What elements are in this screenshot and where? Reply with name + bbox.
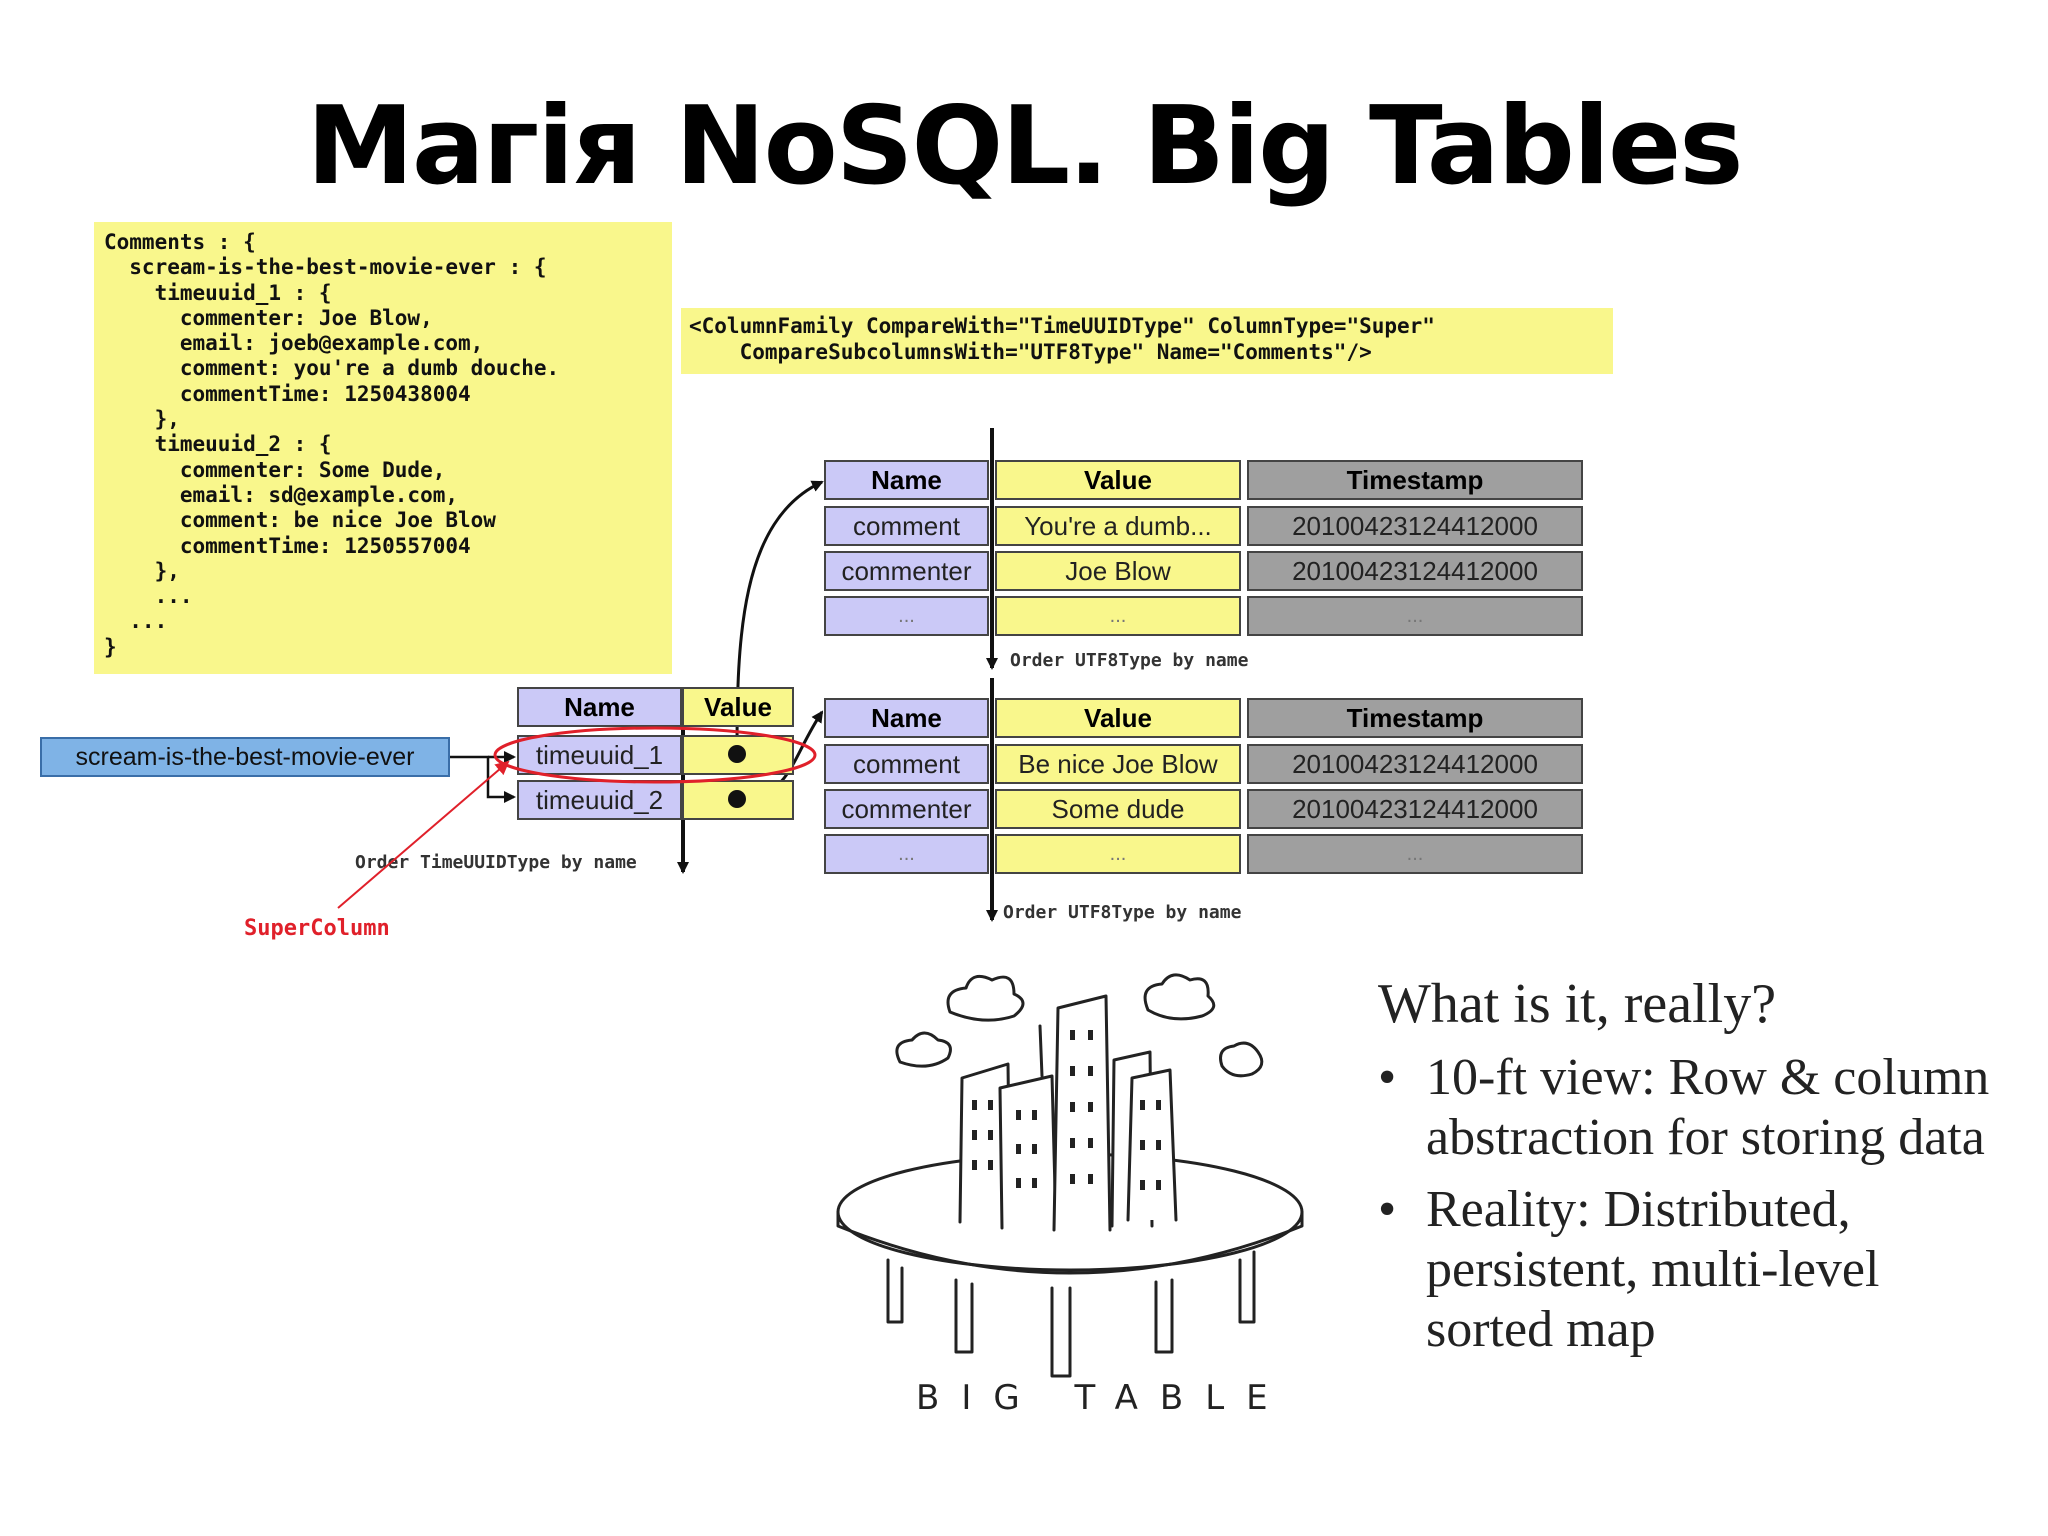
- code-line: commenter: Some Dude,: [104, 457, 446, 482]
- sub2-cell-value: Be nice Joe Blow: [995, 744, 1241, 784]
- super-row-name: timeuuid_1: [517, 735, 682, 775]
- page-title: Магія NoSQL. Big Tables: [306, 84, 1743, 209]
- code-line: Comments : {: [104, 230, 256, 254]
- code-line: timeuuid_2 : {: [104, 432, 332, 457]
- column-family-definition: <ColumnFamily CompareWith="TimeUUIDType"…: [681, 308, 1613, 374]
- bullet-icon: •: [1378, 1181, 1397, 1238]
- order-label: Order UTF8Type by name: [1003, 902, 1242, 923]
- sub2-cell-timestamp: ...: [1247, 834, 1583, 874]
- order-label: Order UTF8Type by name: [1010, 650, 1249, 671]
- sub2-cell-name: comment: [824, 744, 989, 784]
- sub2-cell-value: Some dude: [995, 789, 1241, 829]
- sub2-cell-name: ...: [824, 834, 989, 874]
- sub1-cell-value: ...: [995, 596, 1241, 636]
- sub2-header-timestamp: Timestamp: [1247, 698, 1583, 738]
- code-block: Comments : { scream-is-the-best-movie-ev…: [94, 222, 672, 674]
- sub1-cell-value: Joe Blow: [995, 551, 1241, 591]
- row-key: scream-is-the-best-movie-ever: [40, 737, 450, 777]
- bigtable-bullet: • 10-ft view: Row & column abstraction f…: [1378, 1048, 2018, 1168]
- code-line: comment: you're a dumb douche.: [104, 356, 560, 381]
- pointer-dot: [728, 745, 746, 763]
- bigtable-bullet-list: • 10-ft view: Row & column abstraction f…: [1378, 1048, 2018, 1362]
- sub1-cell-value: You're a dumb...: [995, 506, 1241, 546]
- code-line: commenter: Joe Blow,: [104, 305, 433, 330]
- code-line: email: joeb@example.com,: [104, 331, 484, 356]
- sub2-cell-name: commenter: [824, 789, 989, 829]
- code-line: timeuuid_1 : {: [104, 280, 332, 305]
- supercolumn-pointer: [337, 760, 510, 909]
- code-line: },: [104, 407, 180, 432]
- sub1-cell-timestamp: 20100423124412000: [1247, 506, 1583, 546]
- super-order-label: Order TimeUUIDType by name: [355, 852, 637, 873]
- sub1-cell-timestamp: 20100423124412000: [1247, 551, 1583, 591]
- sub2-header-value: Value: [995, 698, 1241, 738]
- code-line: email: sd@example.com,: [104, 482, 459, 507]
- sub1-cell-name: commenter: [824, 551, 989, 591]
- super-header-name: Name: [517, 687, 682, 727]
- sub1-header-name: Name: [824, 460, 989, 500]
- sub2-cell-timestamp: 20100423124412000: [1247, 744, 1583, 784]
- sketch-caption: BIG TABLE: [916, 1378, 1290, 1418]
- code-line: commentTime: 1250438004: [104, 381, 471, 406]
- rowkey-connector: [450, 755, 516, 803]
- code-line: ...: [104, 609, 168, 634]
- code-line: },: [104, 558, 180, 583]
- code-line: scream-is-the-best-movie-ever : {: [104, 255, 547, 280]
- sub2-cell-value: ...: [995, 834, 1241, 874]
- sub1-cell-name: comment: [824, 506, 989, 546]
- bigtable-bullet: • Reality: Distributed, persistent, mult…: [1378, 1180, 2018, 1360]
- code-line: }: [104, 634, 117, 659]
- super-header-value: Value: [682, 687, 794, 727]
- super-row-value: [682, 735, 794, 775]
- supercolumn-highlight: [493, 726, 817, 784]
- bigtable-bullet-text: 10-ft view: Row & column abstraction for…: [1426, 1049, 1990, 1166]
- sub1-header-timestamp: Timestamp: [1247, 460, 1583, 500]
- bullet-icon: •: [1378, 1049, 1397, 1106]
- bigtable-bullet-text: Reality: Distributed, persistent, multi-…: [1426, 1181, 1880, 1358]
- code-line: ...: [104, 584, 193, 609]
- cf-line: CompareSubcolumnsWith="UTF8Type" Name="C…: [689, 339, 1372, 364]
- sub1-cell-name: ...: [824, 596, 989, 636]
- sub2-header-name: Name: [824, 698, 989, 738]
- sub2-cell-timestamp: 20100423124412000: [1247, 789, 1583, 829]
- cf-line: <ColumnFamily CompareWith="TimeUUIDType"…: [689, 314, 1435, 338]
- bigtable-heading: What is it, really?: [1378, 973, 1777, 1035]
- pointer-dot: [728, 790, 746, 808]
- code-line: comment: be nice Joe Blow: [104, 508, 496, 533]
- code-line: commentTime: 1250557004: [104, 533, 471, 558]
- sub1-cell-timestamp: ...: [1247, 596, 1583, 636]
- sub1-header-value: Value: [995, 460, 1241, 500]
- supercolumn-label: SuperColumn: [244, 916, 390, 941]
